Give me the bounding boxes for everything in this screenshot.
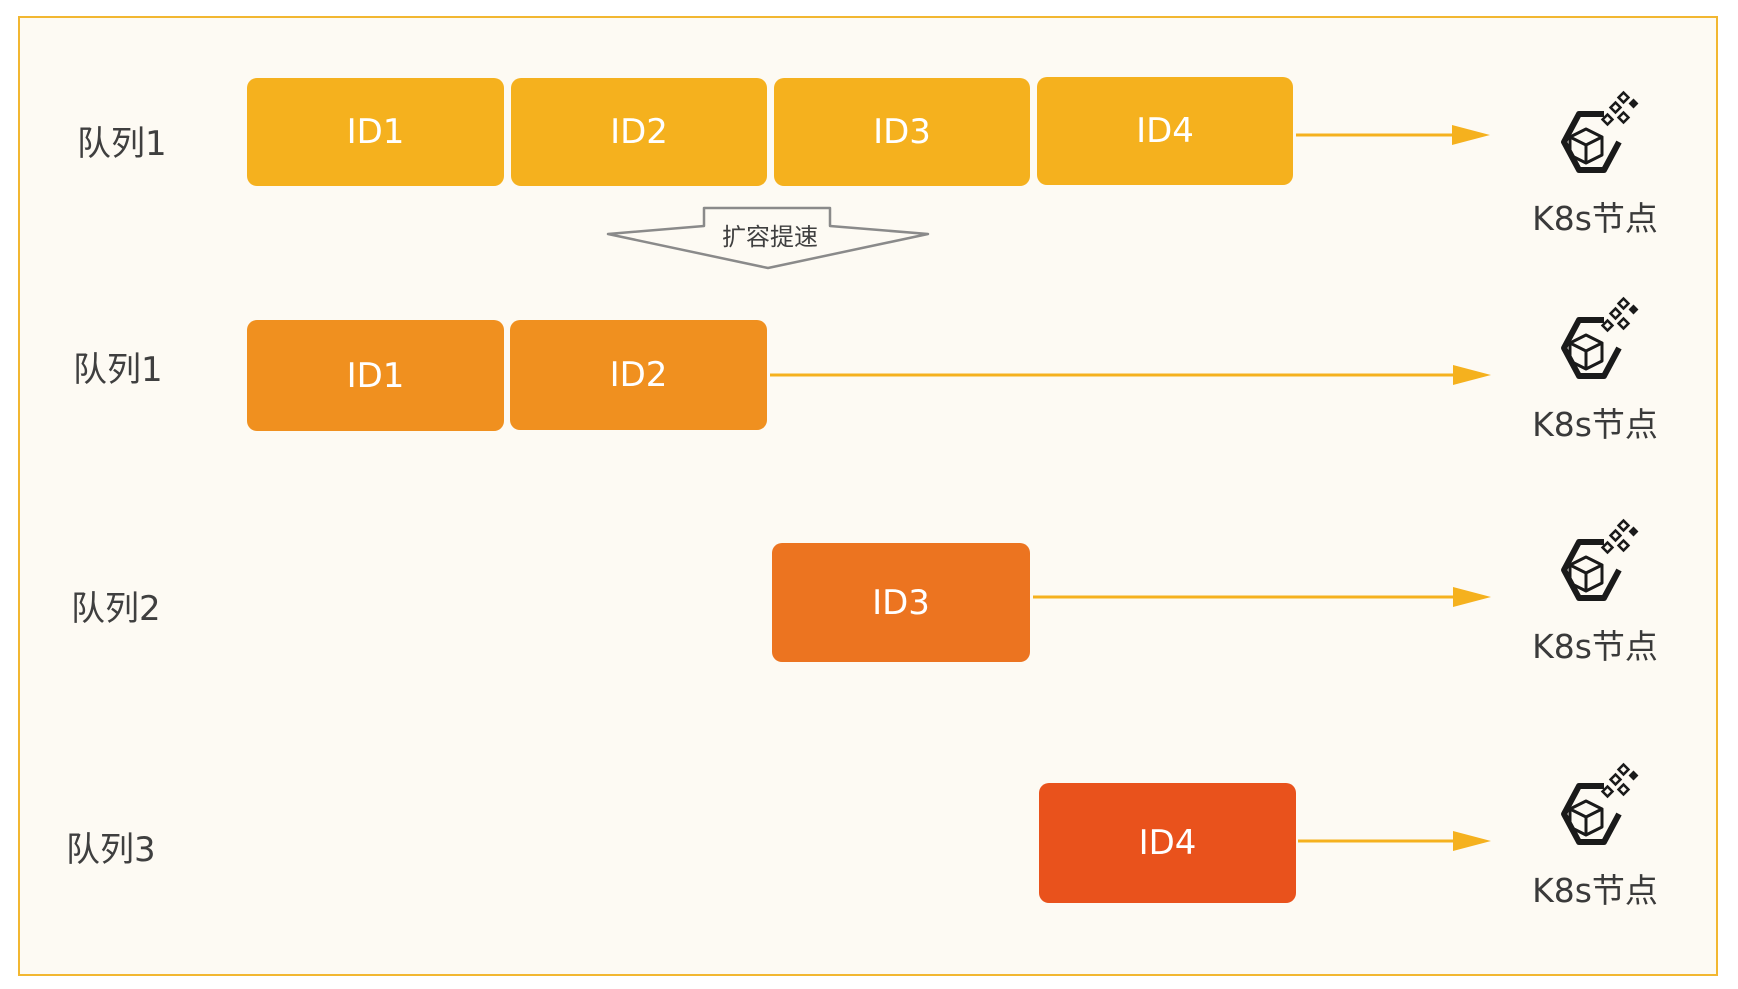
k8s-node-label-row1: K8s节点 xyxy=(1532,199,1658,238)
arrow-row4 xyxy=(1298,829,1491,853)
queue-label-row1: 队列1 xyxy=(77,124,167,164)
task-box-row1-id1: ID1 xyxy=(247,78,504,186)
task-box-row1-id2: ID2 xyxy=(511,78,767,186)
k8s-node-label-row3: K8s节点 xyxy=(1532,627,1658,666)
task-box-row1-id4: ID4 xyxy=(1037,77,1293,185)
task-box-row1-id3: ID3 xyxy=(774,78,1030,186)
arrow-row2 xyxy=(770,363,1491,387)
k8s-cube-node-icon xyxy=(1540,296,1650,400)
k8s-node-row1: K8s节点 xyxy=(1520,90,1670,235)
scale-up-label: 扩容提速 xyxy=(722,223,818,251)
task-box-row3-id3: ID3 xyxy=(772,543,1030,662)
arrow-row3 xyxy=(1033,585,1491,609)
k8s-node-row3: K8s节点 xyxy=(1520,518,1670,663)
task-box-row2-id1: ID1 xyxy=(247,320,504,431)
task-box-row4-id4: ID4 xyxy=(1039,783,1296,903)
k8s-node-row2: K8s节点 xyxy=(1520,296,1670,441)
queue-label-row2: 队列1 xyxy=(73,350,163,390)
queue-label-row4: 队列3 xyxy=(66,830,156,870)
task-box-row2-id2: ID2 xyxy=(510,320,767,430)
k8s-cube-node-icon xyxy=(1540,518,1650,622)
k8s-node-label-row2: K8s节点 xyxy=(1532,405,1658,444)
k8s-node-label-row4: K8s节点 xyxy=(1532,871,1658,910)
scale-up-callout: 扩容提速 xyxy=(604,204,934,274)
k8s-cube-node-icon xyxy=(1540,762,1650,866)
k8s-node-row4: K8s节点 xyxy=(1520,762,1670,907)
queue-label-row3: 队列2 xyxy=(71,589,161,629)
k8s-cube-node-icon xyxy=(1540,90,1650,194)
arrow-row1 xyxy=(1296,123,1490,147)
